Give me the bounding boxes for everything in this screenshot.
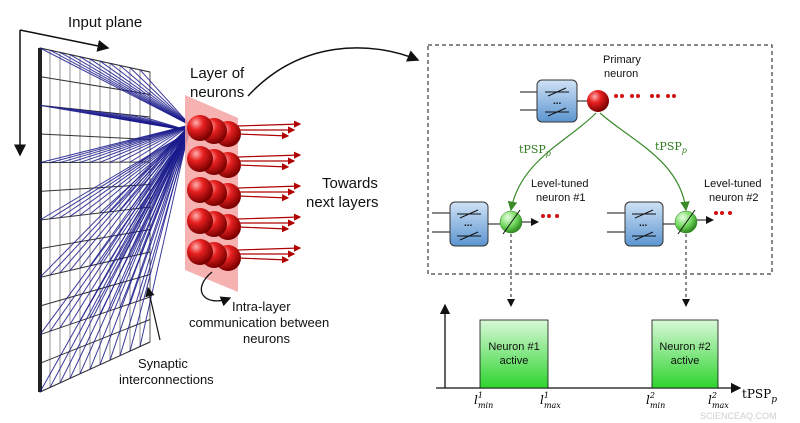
intra-layer-arrow: [200, 271, 232, 307]
level-tuned-label-1b: neuron #1: [536, 192, 586, 204]
neuron-2-active-label-b: active: [671, 355, 700, 367]
level-tuned-neuron-2-group: ... Level-tuned neuron #2: [607, 178, 762, 247]
synaptic-pointer-arrow: [145, 286, 161, 341]
primary-neuron-group: ... Primary neuron: [520, 54, 676, 123]
layer-of-neurons-label-1: Layer of: [190, 65, 245, 82]
axis-label: tPSPp: [742, 387, 777, 405]
tpsp-arrow-1: [507, 112, 597, 212]
level-tuned-label-2a: Level-tuned: [704, 178, 762, 190]
towards-label-2: next layers: [306, 194, 379, 211]
synaptic-label-2: interconnections: [119, 372, 214, 387]
neuron-2-active-label-a: Neuron #2: [659, 341, 710, 353]
tpsp-arrow-2: [599, 112, 690, 212]
primary-neuron-label-1: Primary: [603, 54, 641, 66]
layer-of-neurons-label-2: neurons: [190, 84, 244, 101]
svg-text:...: ...: [464, 218, 473, 229]
activation-axis: Neuron #1 active Neuron #2 active tPSPp …: [436, 303, 777, 410]
level-tuned-label-1a: Level-tuned: [531, 178, 589, 190]
neuron-2-active-region: [651, 319, 719, 389]
zoom-arrow: [247, 47, 420, 97]
primary-neuron: [587, 90, 609, 112]
neuron-1-active-label-b: active: [500, 355, 529, 367]
primary-spike-train: [614, 94, 676, 98]
intra-layer-label-3: neurons: [243, 331, 290, 346]
intra-layer-label-2: communication between: [189, 315, 329, 330]
tpsp-label-2: tPSPp: [655, 140, 687, 155]
svg-text:...: ...: [639, 218, 648, 229]
synaptic-interconnections: [39, 47, 191, 393]
synaptic-label-1: Synaptic: [138, 356, 188, 371]
primary-neuron-label-2: neuron: [604, 68, 638, 80]
neuron-1-active-label-a: Neuron #1: [488, 341, 539, 353]
level-tuned-neuron-1-group: ... Level-tuned neuron #1: [432, 178, 589, 247]
detail-box: [427, 44, 773, 275]
towards-label-1: Towards: [322, 175, 378, 192]
neuron-1-active-region: [479, 319, 549, 389]
tpsp-label-1: tPSPp: [519, 143, 551, 158]
intra-layer-label-1: Intra-layer: [232, 299, 291, 314]
input-plane-label: Input plane: [68, 14, 142, 31]
level-tuned-label-2b: neuron #2: [709, 192, 759, 204]
svg-text:...: ...: [553, 96, 562, 107]
watermark: SCIENCEAQ.COM: [700, 411, 777, 421]
input-plane-horizontal-axis: [19, 29, 110, 52]
neuron-layer: [185, 95, 302, 292]
